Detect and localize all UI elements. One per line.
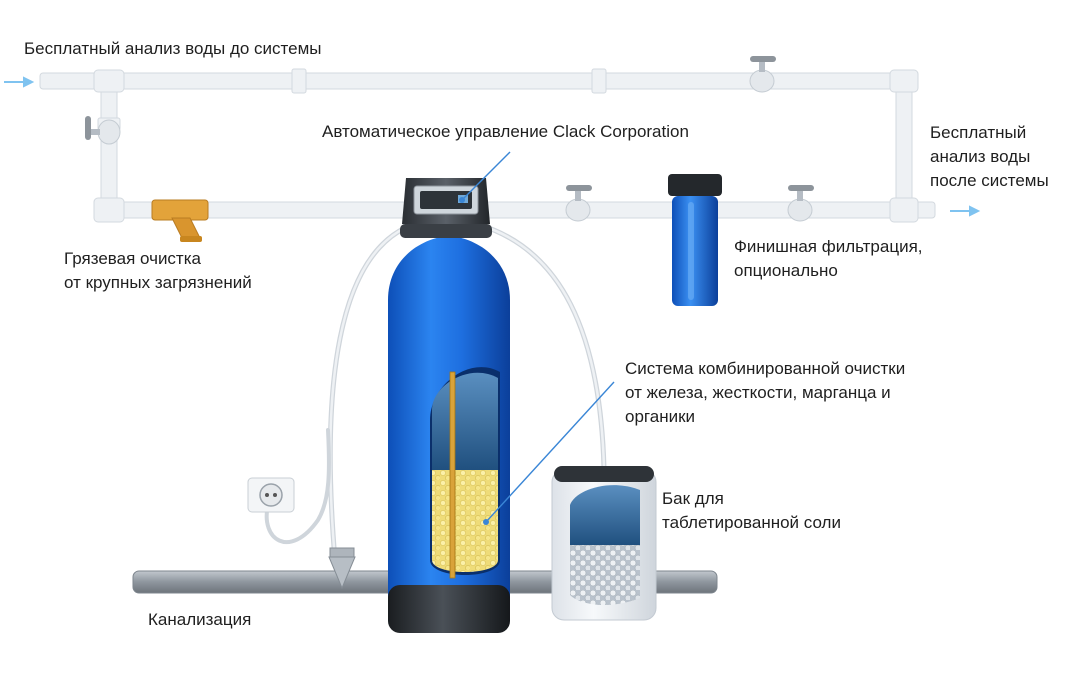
label-final-filter: Финишная фильтрация, опционально bbox=[734, 237, 923, 280]
control-head bbox=[400, 178, 492, 238]
flow-arrow-icon bbox=[950, 205, 981, 217]
control-display-icon bbox=[413, 185, 479, 215]
water-pipes bbox=[39, 68, 936, 223]
pointer-lines bbox=[461, 151, 615, 523]
drain-hoses bbox=[264, 222, 607, 563]
pointer-dot bbox=[459, 197, 465, 203]
y-strainer-icon bbox=[151, 199, 209, 242]
drain-funnel bbox=[328, 547, 356, 590]
label-analysis-after: Бесплатный анализ воды после системы bbox=[930, 123, 1049, 190]
label-sewer: Канализация bbox=[148, 610, 252, 629]
label-strainer: Грязевая очистка от крупных загрязнений bbox=[64, 249, 252, 292]
valve-icon bbox=[749, 56, 776, 93]
valve-icon bbox=[85, 116, 121, 145]
flow-arrow-icon bbox=[4, 76, 35, 88]
power-socket-icon bbox=[247, 477, 295, 513]
salt-tank bbox=[551, 466, 657, 621]
label-combined-system: Система комбинированной очистки от желез… bbox=[625, 359, 906, 426]
filter-tank bbox=[388, 236, 510, 633]
label-control: Автоматическое управление Clack Corporat… bbox=[322, 122, 689, 141]
pointer-dot bbox=[483, 519, 489, 525]
valve-icon bbox=[787, 185, 814, 222]
valve-icon bbox=[565, 185, 592, 222]
label-analysis-before: Бесплатный анализ воды до системы bbox=[24, 39, 322, 58]
final-filter bbox=[668, 174, 722, 306]
label-salt-tank: Бак для таблетированной соли bbox=[662, 489, 841, 532]
